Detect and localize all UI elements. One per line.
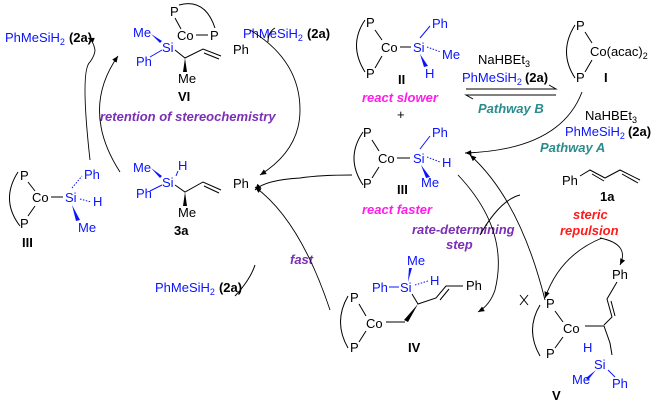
svg-text:Si: Si [65,190,77,205]
svg-text:V: V [552,388,561,401]
svg-text:1a: 1a [600,189,615,204]
svg-text:Ph: Ph [136,54,152,69]
svg-text:Co: Co [177,28,194,43]
compound-3a: Me H Si Ph Ph Me 3a [133,158,249,238]
svg-text:Me: Me [442,47,460,62]
svg-text:P: P [170,4,179,19]
svg-text:Co: Co [563,321,580,336]
svg-text:P: P [546,296,555,311]
svg-text:VI: VI [178,89,190,104]
svg-text:PhMeSiH2(2a): PhMeSiH2(2a) [565,124,651,141]
svg-text:Ph: Ph [233,176,249,191]
svg-text:Pathway A: Pathway A [540,140,605,155]
retention-note: retention of stereochemistry [100,109,276,124]
svg-text:Ph: Ph [612,376,628,391]
compound-VI: P Co P Me Si Ph Ph Me VI [133,3,249,104]
svg-text:H: H [93,194,102,209]
svg-text:Me: Me [407,253,425,268]
pathway-a: NaHBEt3 PhMeSiH2(2a) Pathway A [464,91,651,156]
svg-text:Ph: Ph [372,280,388,295]
reagent-2a-top-middle: PhMeSiH2(2a) [243,26,330,43]
svg-text:NaHBEt3: NaHBEt3 [585,108,637,125]
reagent-2a-top-left: PhMeSiH2(2a) [5,30,92,47]
svg-text:III: III [22,235,33,250]
svg-text:H: H [178,158,187,173]
svg-text:II: II [398,72,405,87]
svg-text:Ph: Ph [466,278,482,293]
compound-IV: Me Ph Si H Ph P Co P IV [340,253,482,355]
svg-text:H: H [425,66,434,81]
compound-1a: Ph 1a [562,169,641,204]
svg-text:Si: Si [400,280,412,295]
svg-text:P: P [350,290,359,305]
svg-text:Me: Me [78,220,96,235]
svg-text:NaHBEt3: NaHBEt3 [478,52,530,69]
svg-text:P: P [576,18,585,33]
svg-text:Ph: Ph [432,125,448,140]
svg-text:Pathway B: Pathway B [478,101,544,116]
pathway-b: NaHBEt3 PhMeSiH2(2a) Pathway B [462,52,558,116]
svg-text:Co(acac)2: Co(acac)2 [590,44,648,61]
svg-text:P: P [20,168,29,183]
svg-text:Si: Si [162,40,174,55]
steric-note-2: repulsion [560,223,619,238]
rds-note-1: rate-determining [412,222,515,237]
compound-II: P Co P Si Ph Me H II react slower + [356,15,460,122]
svg-text:react faster: react faster [362,202,433,217]
svg-text:IV: IV [408,340,421,355]
svg-text:P: P [210,28,219,43]
svg-text:P: P [576,70,585,85]
svg-text:Me: Me [178,71,196,86]
svg-text:Ph: Ph [612,267,628,282]
rds-note-2: step [446,237,473,252]
svg-text:PhMeSiH2(2a): PhMeSiH2(2a) [462,70,548,87]
svg-text:H: H [583,340,592,355]
svg-text:H: H [430,273,439,288]
cycle-arrows [84,27,626,313]
svg-text:react slower: react slower [362,90,439,105]
svg-text:Ph: Ph [136,186,152,201]
svg-text:PhMeSiH2(2a): PhMeSiH2(2a) [243,26,330,43]
svg-text:Ph: Ph [562,173,578,188]
svg-text:P: P [363,176,372,191]
svg-text:Si: Si [413,40,425,55]
svg-text:I: I [604,70,608,85]
svg-text:Me: Me [133,160,151,175]
svg-text:Ph: Ph [84,167,100,182]
svg-text:P: P [363,125,372,140]
svg-text:Me: Me [133,25,151,40]
svg-text:Co: Co [32,190,49,205]
svg-text:3a: 3a [174,223,189,238]
svg-text:+: + [397,107,405,122]
svg-text:P: P [546,346,555,361]
svg-text:Me: Me [572,372,590,387]
compound-III-left: P Co P Si Ph H Me III [9,167,102,250]
svg-text:III: III [397,182,408,197]
svg-text:PhMeSiH2(2a): PhMeSiH2(2a) [155,280,242,297]
svg-text:Si: Si [594,357,606,372]
svg-text:Me: Me [178,205,196,220]
svg-text:Si: Si [413,151,425,166]
reagent-2a-bottom: PhMeSiH2(2a) [155,280,242,297]
svg-text:Ph: Ph [432,16,448,31]
svg-text:Si: Si [162,175,174,190]
svg-text:P: P [366,15,375,30]
svg-text:Co: Co [381,40,398,55]
svg-text:P: P [20,216,29,231]
svg-text:H: H [442,155,451,170]
svg-text:P: P [350,340,359,355]
compound-III: P Co P Si Ph H Me III react faster [353,125,451,217]
svg-text:Ph: Ph [233,42,249,57]
compound-I: P Co(acac)2 P I [566,18,648,85]
steric-note-1: steric [573,207,608,222]
compound-V: Ph P Co P H Si Me Ph V [532,267,628,401]
svg-text:P: P [366,66,375,81]
svg-text:Me: Me [421,175,439,190]
svg-text:Co: Co [366,316,383,331]
svg-text:Co: Co [378,151,395,166]
svg-text:PhMeSiH2(2a): PhMeSiH2(2a) [5,30,92,47]
